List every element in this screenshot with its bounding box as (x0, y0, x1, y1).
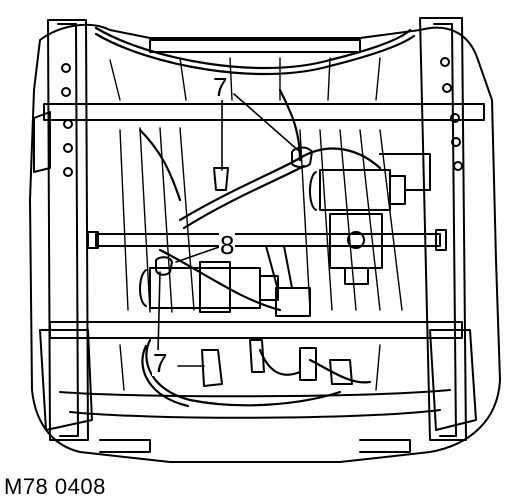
right-side-member (419, 17, 477, 441)
lower-brackets (99, 339, 411, 453)
upper-cross-member (43, 39, 485, 121)
mounting-hole (440, 57, 450, 67)
callout-7-bottom: 7 (152, 348, 169, 378)
cable-clip-bottom (155, 256, 223, 387)
mounting-hole (63, 143, 73, 153)
leader-8 (175, 245, 223, 263)
mounting-hole (453, 161, 463, 171)
mounting-hole (63, 119, 73, 129)
mounting-hole (451, 137, 461, 147)
motor-middle (329, 213, 383, 285)
figure-code: M78 0408 (4, 474, 106, 499)
mounting-hole (442, 83, 452, 93)
leader-7-bottom-a (157, 271, 161, 353)
torsion-bar (87, 229, 447, 251)
mounting-hole (450, 113, 460, 123)
mounting-hole (63, 167, 73, 177)
wiring-harness (94, 26, 416, 408)
callout-8: 8 (219, 230, 236, 260)
callout-7-top: 7 (212, 72, 229, 102)
motor-centre (139, 261, 279, 313)
motor-upper (309, 153, 431, 211)
mounting-hole (61, 63, 71, 73)
seat-outline (29, 23, 501, 463)
leader-7-top-b (233, 93, 301, 153)
mounting-hole (61, 87, 71, 97)
left-side-member (33, 19, 93, 441)
leader-lines (157, 93, 301, 367)
connector-block (265, 245, 311, 317)
cable-clip-top (213, 146, 313, 191)
lower-cross-member (49, 321, 463, 419)
seat-springs (109, 57, 403, 391)
